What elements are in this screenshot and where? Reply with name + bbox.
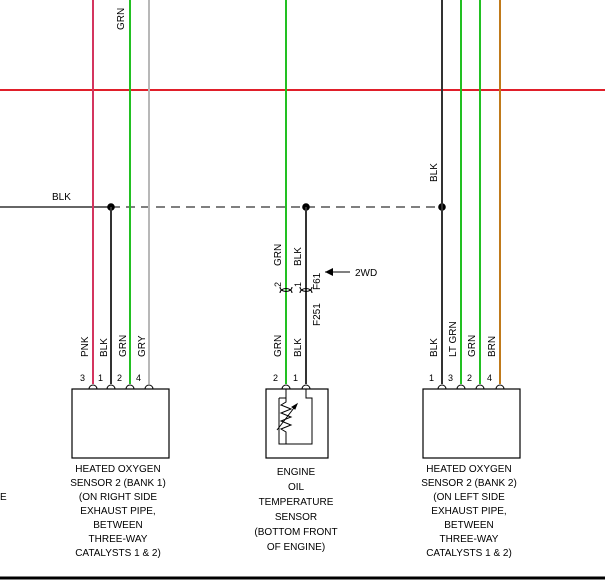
svg-text:(BOTTOM FRONT: (BOTTOM FRONT (254, 527, 337, 538)
middle-upper-pin-1: 2 (273, 282, 283, 287)
svg-text:(ON RIGHT SIDE: (ON RIGHT SIDE (79, 492, 157, 503)
middle-lower-pin-1: 2 (273, 373, 278, 383)
middle-sensor-caption: ENGINE OIL TEMPERATURE SENSOR (BOTTOM FR… (254, 467, 337, 553)
connector-f61-label: F61 (312, 272, 323, 290)
connector-f251-label: F251 (312, 303, 323, 326)
right-sensor-caption: HEATED OXYGEN SENSOR 2 (BANK 2) (ON LEFT… (421, 464, 517, 559)
svg-text:CATALYSTS 1 & 2): CATALYSTS 1 & 2) (75, 548, 161, 559)
left-wire-color-2: BLK (99, 338, 110, 357)
twowd-label: 2WD (355, 268, 377, 279)
middle-upper-color-1: GRN (273, 244, 284, 266)
right-sensor-box (422, 388, 521, 459)
svg-text:SENSOR: SENSOR (275, 512, 317, 523)
svg-text:CATALYSTS 1 & 2): CATALYSTS 1 & 2) (426, 548, 512, 559)
right-wire-color-4: BRN (487, 336, 498, 357)
svg-text:SENSOR 2 (BANK 2): SENSOR 2 (BANK 2) (421, 478, 517, 489)
twowd-arrow-head (325, 268, 333, 276)
right-pin-2: 3 (448, 373, 453, 383)
svg-text:THREE-WAY: THREE-WAY (89, 534, 148, 545)
right-wire-color-2: LT GRN (448, 321, 459, 357)
svg-text:BETWEEN: BETWEEN (444, 520, 493, 531)
top-grn-label: GRN (116, 8, 127, 30)
svg-text:THREE-WAY: THREE-WAY (440, 534, 499, 545)
svg-text:HEATED OXYGEN: HEATED OXYGEN (75, 464, 160, 475)
left-connector-pins (88, 384, 154, 390)
right-pin-3: 2 (467, 373, 472, 383)
middle-lower-color-2: BLK (293, 338, 304, 357)
right-wire-color-1: BLK (429, 338, 440, 357)
left-pin-3: 2 (117, 373, 122, 383)
right-vertical-blk-label: BLK (429, 163, 440, 182)
edge-fragment-text: E (0, 492, 7, 503)
middle-inline-connector (279, 286, 313, 294)
right-pin-1: 1 (429, 373, 434, 383)
middle-sensor-box (265, 388, 329, 459)
svg-text:BETWEEN: BETWEEN (93, 520, 142, 531)
left-wire-color-3: GRN (118, 335, 129, 357)
left-wire-color-1: PNK (80, 336, 91, 357)
ground-bus-label: BLK (52, 192, 71, 203)
svg-text:ENGINE: ENGINE (277, 467, 316, 478)
left-pin-2: 1 (98, 373, 103, 383)
svg-text:HEATED OXYGEN: HEATED OXYGEN (426, 464, 511, 475)
middle-lower-pin-2: 1 (293, 373, 298, 383)
svg-text:EXHAUST PIPE,: EXHAUST PIPE, (80, 506, 155, 517)
middle-upper-pin-2: 1 (293, 282, 303, 287)
left-sensor-caption: HEATED OXYGEN SENSOR 2 (BANK 1) (ON RIGH… (70, 464, 166, 559)
middle-upper-color-2: BLK (293, 247, 304, 266)
svg-text:OIL: OIL (288, 482, 305, 493)
middle-lower-color-1: GRN (273, 335, 284, 357)
left-pin-1: 3 (80, 373, 85, 383)
svg-text:OF ENGINE): OF ENGINE) (267, 542, 325, 553)
right-pin-4: 4 (487, 373, 492, 383)
svg-text:EXHAUST PIPE,: EXHAUST PIPE, (431, 506, 506, 517)
left-sensor-box (71, 388, 170, 459)
thermistor-icon (276, 389, 313, 445)
svg-text:(ON LEFT SIDE: (ON LEFT SIDE (433, 492, 505, 503)
right-connector-pins (437, 384, 505, 390)
left-wire-color-4: GRY (137, 335, 148, 357)
left-pin-4: 4 (136, 373, 141, 383)
svg-text:SENSOR 2 (BANK 1): SENSOR 2 (BANK 1) (70, 478, 166, 489)
svg-text:TEMPERATURE: TEMPERATURE (259, 497, 334, 508)
right-wire-color-3: GRN (467, 335, 478, 357)
middle-connector-pins (281, 384, 311, 390)
